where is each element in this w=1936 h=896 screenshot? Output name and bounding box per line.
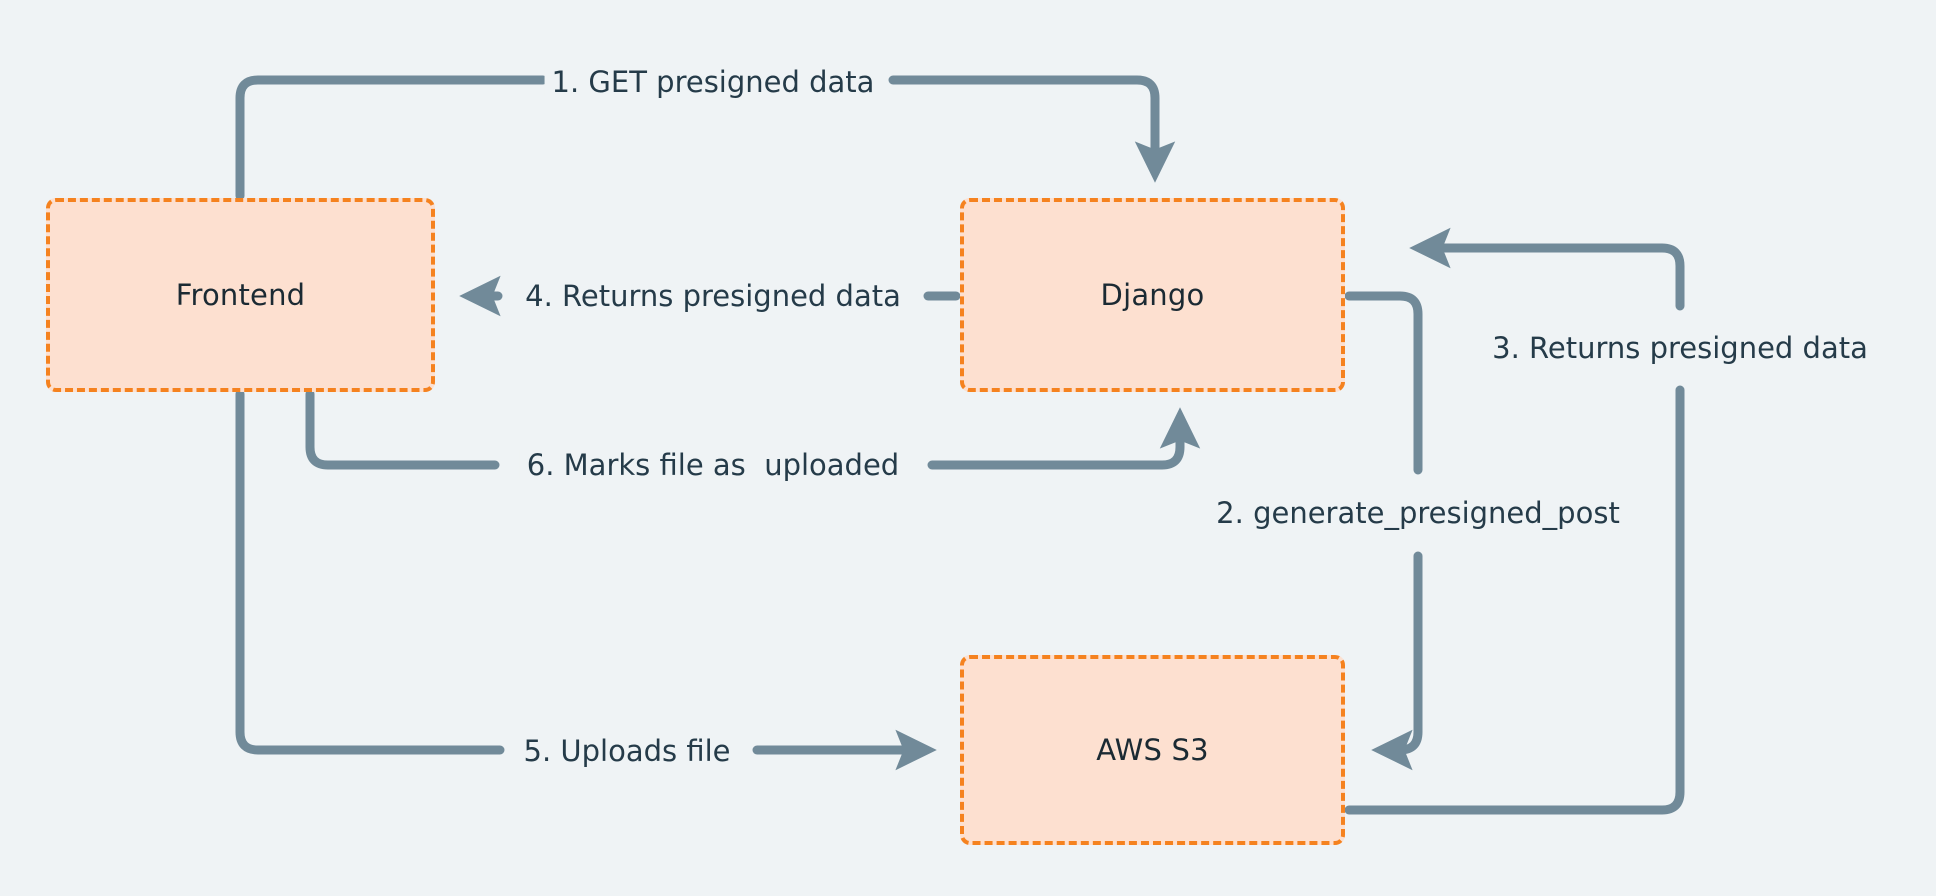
edge-path-2	[1344, 291, 1423, 475]
edge-path-1	[235, 75, 548, 201]
node-aws-s3[interactable]: AWS S3	[960, 655, 1345, 845]
edge-path-5	[235, 389, 505, 755]
node-frontend[interactable]: Frontend	[46, 198, 435, 392]
edge-path-6b	[927, 407, 1201, 470]
node-django[interactable]: Django	[960, 198, 1345, 392]
edge-path-2b	[1371, 551, 1423, 771]
node-frontend-label: Frontend	[175, 278, 306, 312]
edge-path-3	[1344, 385, 1685, 815]
edge-label-3: 3. Returns presigned data	[1492, 330, 1868, 365]
edge-path-3b	[1409, 227, 1685, 311]
node-django-label: Django	[1100, 278, 1205, 312]
edge-label-2: 2. generate_presigned_post	[1216, 495, 1620, 530]
edge-label-1: 1. GET presigned data	[544, 66, 882, 97]
edge-label-6: 6. Marks file as uploaded	[519, 449, 907, 480]
edge-label-5: 5. Uploads file	[516, 735, 738, 766]
edge-label-4: 4. Returns presigned data	[518, 280, 908, 311]
edge-path-1b	[888, 75, 1176, 183]
node-aws-s3-label: AWS S3	[1096, 733, 1209, 767]
edge-path-6	[305, 389, 500, 470]
